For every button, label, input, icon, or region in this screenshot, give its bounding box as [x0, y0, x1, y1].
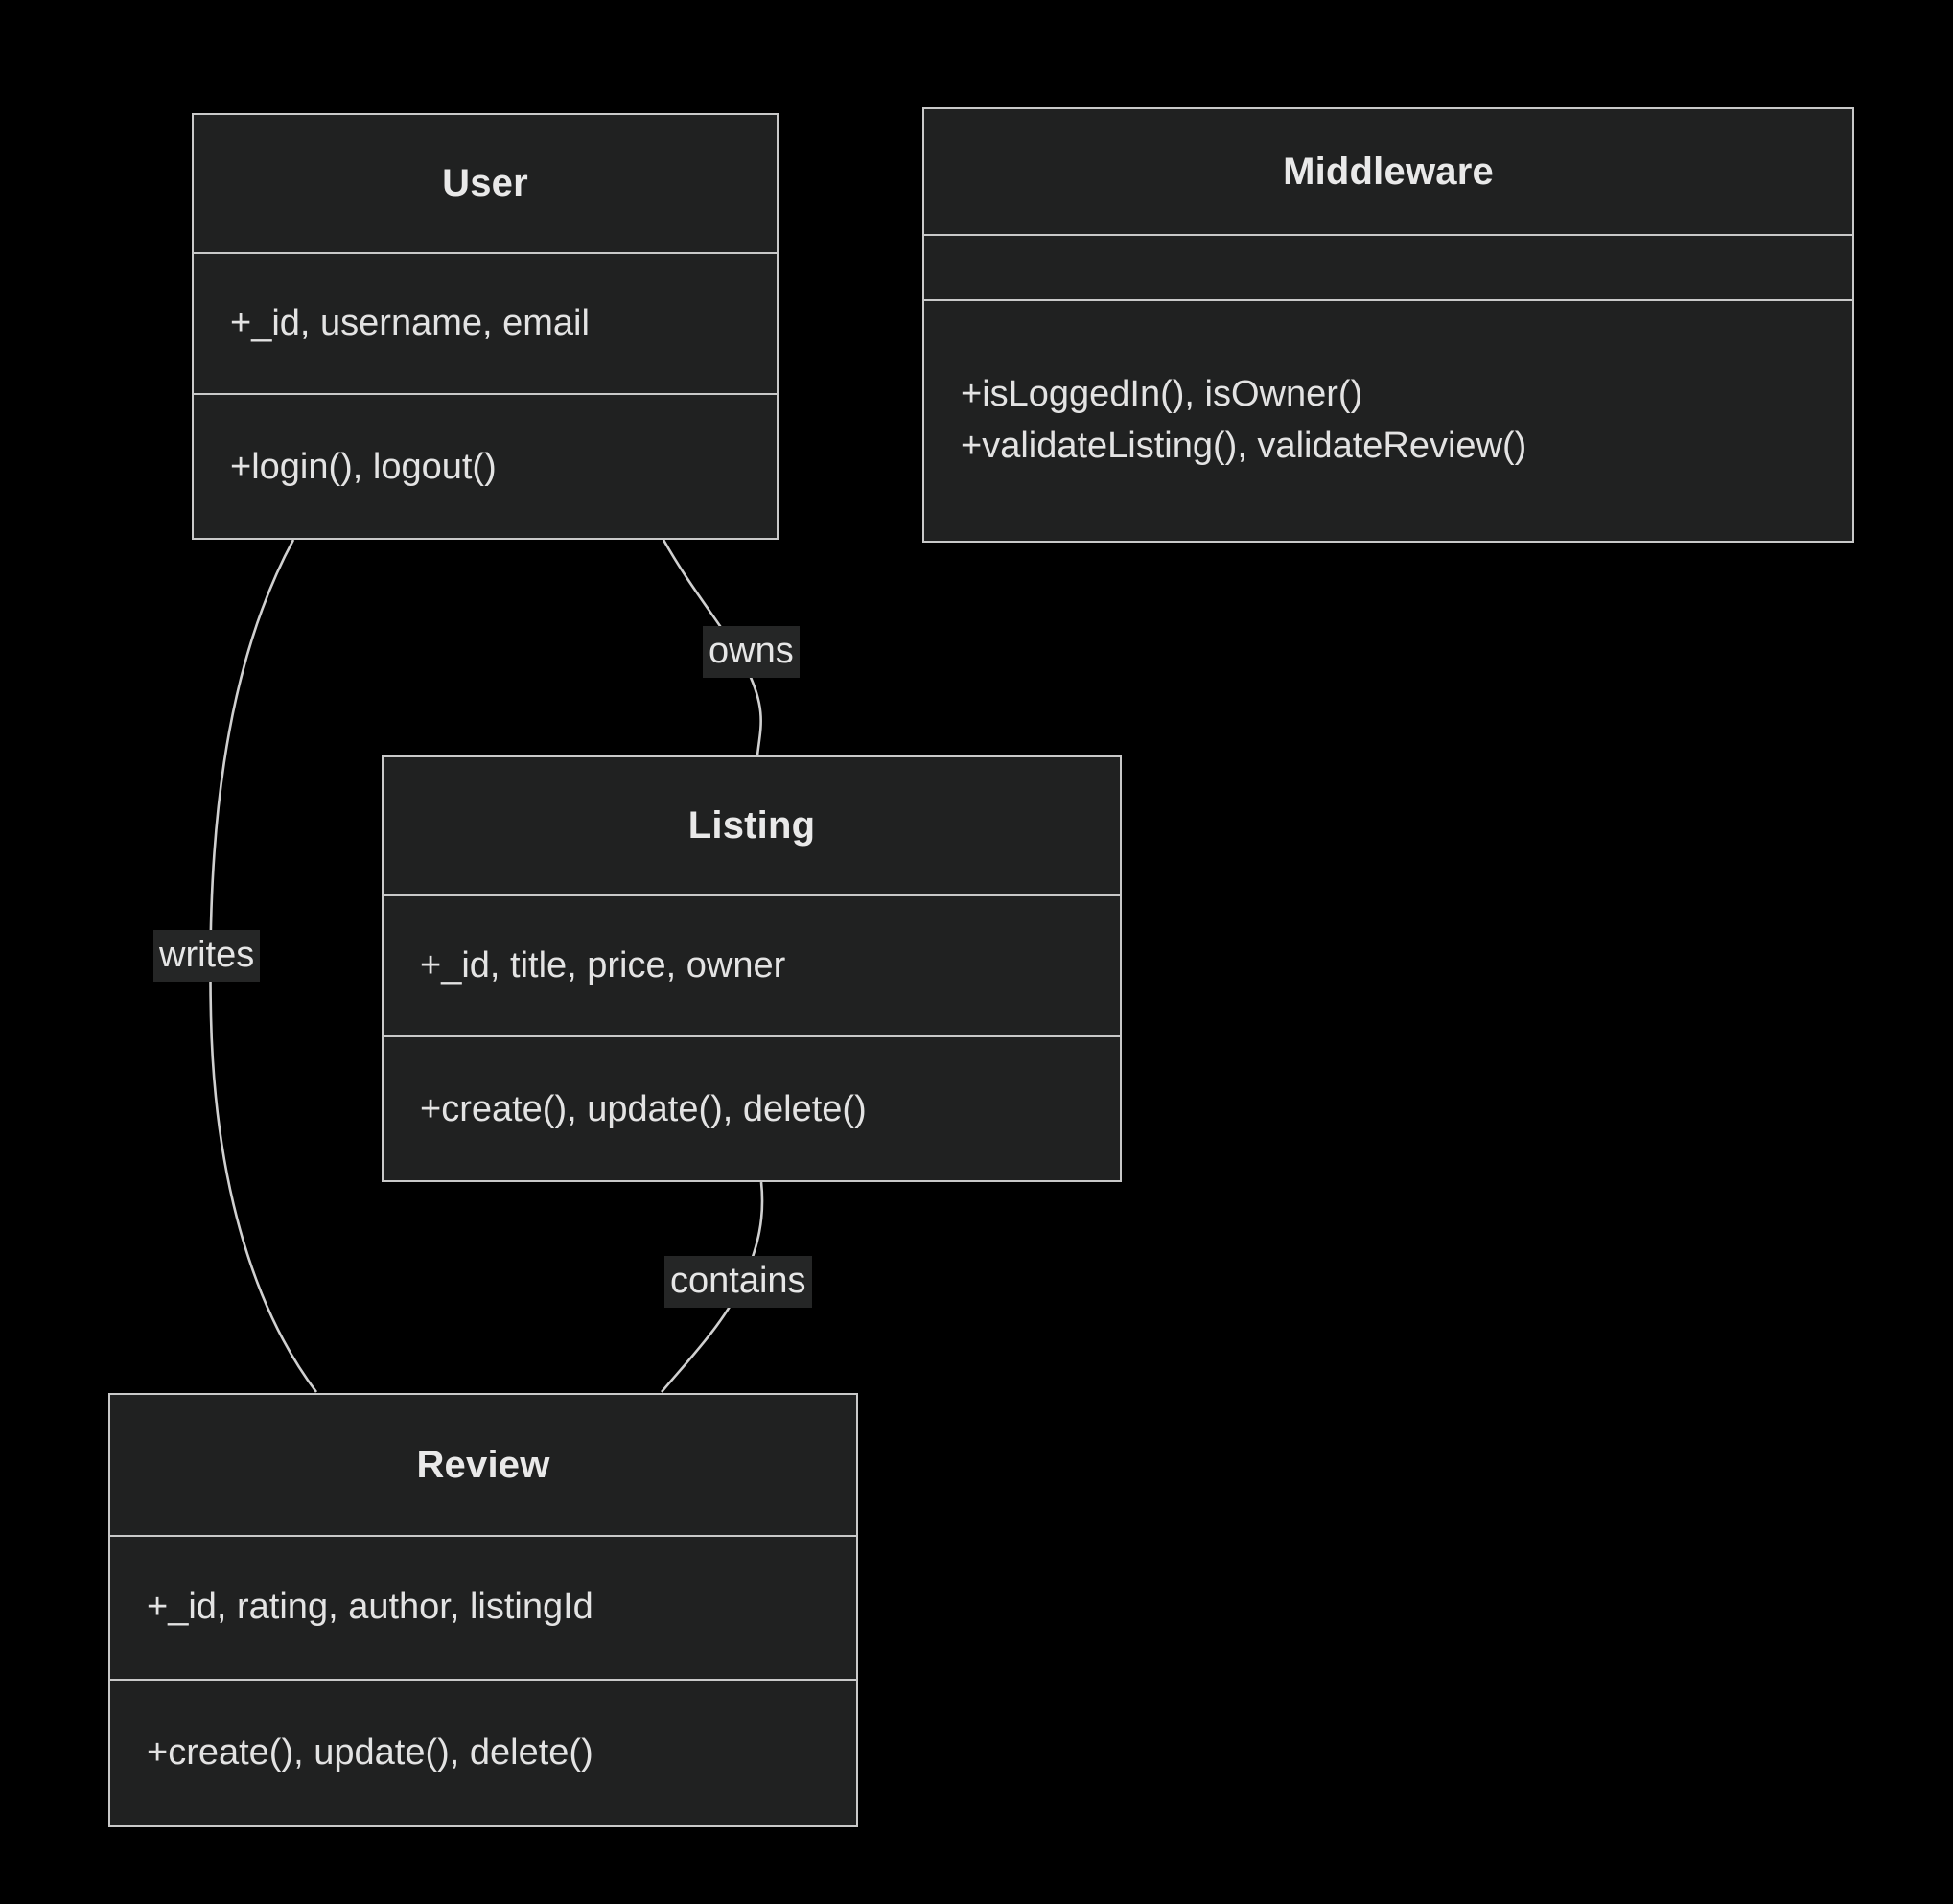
- class-box-listing[interactable]: Listing +_id, title, price, owner +creat…: [382, 755, 1122, 1182]
- class-title-section-listing: Listing: [384, 757, 1120, 894]
- class-attributes-section-listing: +_id, title, price, owner: [384, 896, 1120, 1035]
- class-methods-section-review: +create(), update(), delete(): [110, 1681, 856, 1825]
- class-attribute-line: +_id, username, email: [230, 302, 590, 343]
- class-attribute-line: +_id, title, price, owner: [420, 944, 786, 986]
- class-attribute-line: +_id, rating, author, listingId: [147, 1587, 593, 1628]
- class-title-section-review: Review: [110, 1395, 856, 1535]
- divider: [110, 1535, 856, 1537]
- class-title-section-middleware: Middleware: [924, 109, 1852, 234]
- class-attributes-section-review: +_id, rating, author, listingId: [110, 1537, 856, 1679]
- edge-label-owns: owns: [703, 626, 800, 678]
- class-box-review[interactable]: Review +_id, rating, author, listingId +…: [108, 1393, 858, 1827]
- class-box-middleware[interactable]: Middleware +isLoggedIn(), isOwner() +val…: [922, 107, 1854, 543]
- class-methods-section-user: +login(), logout(): [194, 395, 777, 540]
- class-methods-section-listing: +create(), update(), delete(): [384, 1037, 1120, 1182]
- edge-label-contains: contains: [664, 1256, 812, 1308]
- class-attributes-section-middleware: [924, 236, 1852, 299]
- divider: [924, 299, 1852, 301]
- divider: [194, 393, 777, 395]
- edge-label-writes: writes: [153, 930, 261, 982]
- divider: [110, 1679, 856, 1681]
- divider: [384, 1035, 1120, 1037]
- class-name-review: Review: [416, 1443, 550, 1486]
- class-name-user: User: [442, 162, 528, 204]
- class-method-line: +isLoggedIn(), isOwner(): [961, 374, 1363, 415]
- class-name-middleware: Middleware: [1283, 150, 1494, 193]
- class-name-listing: Listing: [687, 804, 816, 847]
- class-method-line: +login(), logout(): [230, 446, 497, 487]
- divider: [384, 894, 1120, 896]
- divider: [194, 252, 777, 254]
- class-title-section-user: User: [194, 115, 777, 252]
- class-method-line: +validateListing(), validateReview(): [961, 426, 1527, 466]
- class-method-line: +create(), update(), delete(): [147, 1731, 593, 1773]
- class-method-line: +create(), update(), delete(): [420, 1088, 867, 1129]
- class-box-user[interactable]: User +_id, username, email +login(), log…: [192, 113, 779, 540]
- class-attributes-section-user: +_id, username, email: [194, 254, 777, 393]
- divider: [924, 234, 1852, 236]
- class-methods-section-middleware: +isLoggedIn(), isOwner() +validateListin…: [924, 301, 1852, 541]
